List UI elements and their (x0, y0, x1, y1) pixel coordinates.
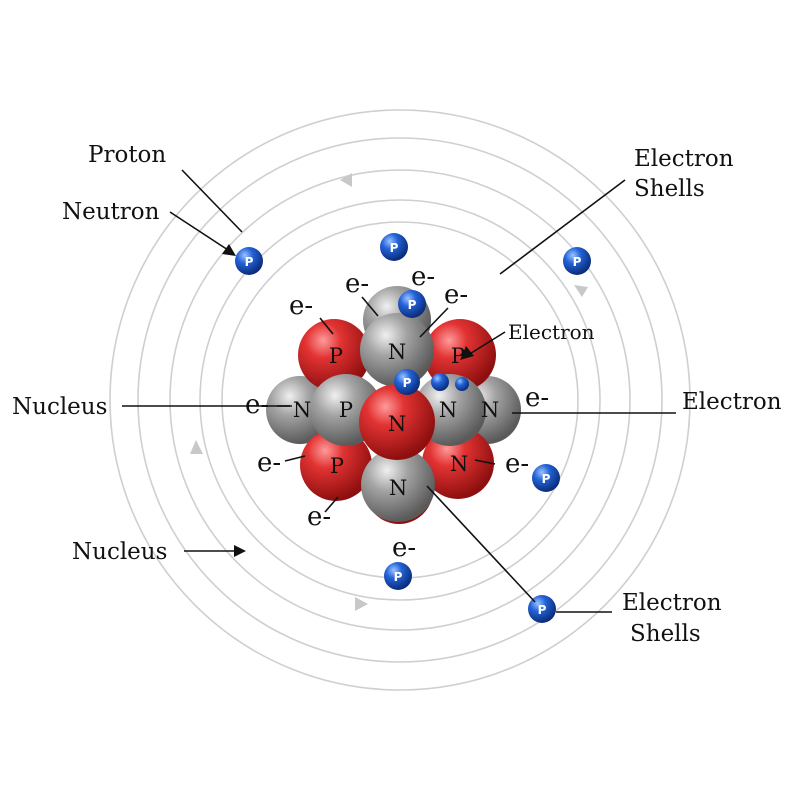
electron-ball (431, 373, 449, 391)
neutron-symbol: N (388, 340, 406, 364)
label-electron-shells-bottom-line2: Shells (630, 621, 701, 647)
electron-symbol: e- (525, 383, 549, 413)
proton-symbol: P (538, 603, 547, 617)
orbit-arrow-top-right (574, 285, 588, 297)
neutron-symbol: N (481, 398, 499, 422)
neutron-arrowhead (222, 244, 236, 256)
orbit-arrow-bottom (355, 597, 368, 611)
proton-symbol: P (390, 241, 399, 255)
nucleus-bottom-arrowhead (234, 545, 246, 557)
electron-shells-bottom-leader-a (427, 486, 535, 602)
electron-symbol: e- (444, 280, 468, 310)
electron-symbol: e- (245, 390, 269, 420)
neutron-symbol: N (388, 412, 406, 436)
proton-symbol: P (245, 255, 254, 269)
label-neutron: Neutron (62, 199, 160, 225)
proton-symbol: P (573, 255, 582, 269)
neutron-leader (170, 212, 228, 250)
label-nucleus-bottom: Nucleus (72, 539, 167, 565)
electron-symbol: e- (411, 262, 435, 292)
label-electron-shells-top-line2: Shells (634, 176, 705, 202)
electron-symbol: e- (257, 448, 281, 478)
proton-symbol: P (394, 570, 403, 584)
proton-symbol: P (329, 344, 343, 368)
label-electron-shells-bottom-line1: Electron (622, 590, 722, 616)
electron-symbol: e- (392, 533, 416, 563)
electron-ball (455, 377, 469, 391)
electron-symbol: e- (307, 502, 331, 532)
electron-symbol: e- (289, 291, 313, 321)
neutron-symbol: N (293, 398, 311, 422)
electron-symbol: e- (345, 269, 369, 299)
proton-symbol: P (339, 398, 353, 422)
neutron-symbol: N (389, 476, 407, 500)
orbit-arrow-top (340, 173, 352, 187)
orbit-arrow-left (190, 440, 203, 454)
neutron-symbol: N (439, 398, 457, 422)
neutron-symbol: N (450, 452, 468, 476)
label-electron-inner: Electron (508, 320, 595, 344)
electron-symbol: e- (505, 449, 529, 479)
label-electron-shells-top-line1: Electron (634, 146, 734, 172)
proton-symbol: P (330, 454, 344, 478)
label-electron-right: Electron (682, 389, 782, 415)
proton-symbol: P (542, 472, 551, 486)
label-nucleus-left: Nucleus (12, 394, 107, 420)
proton-symbol: P (408, 298, 417, 312)
proton-symbol: P (403, 376, 412, 390)
label-proton: Proton (88, 142, 166, 168)
